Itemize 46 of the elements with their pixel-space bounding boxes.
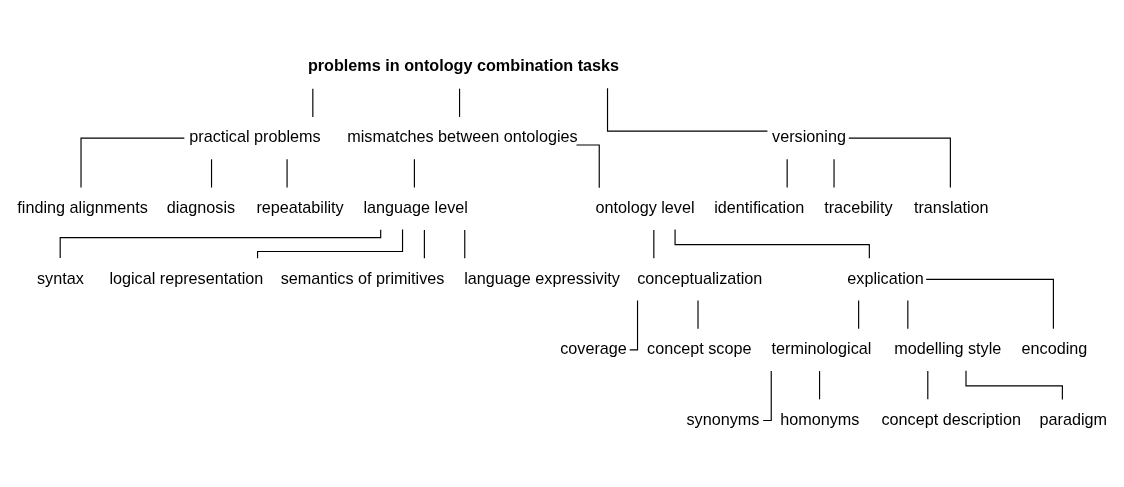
node-text: syntax [37, 268, 84, 287]
node-text: tracebility [824, 197, 893, 216]
connector [210, 158, 213, 188]
connector [458, 87, 461, 117]
connector [848, 137, 951, 188]
node-text: concept scope [647, 338, 752, 357]
connector [80, 137, 185, 188]
connector [858, 299, 860, 329]
node-text: homonyms [780, 409, 860, 428]
connector [59, 228, 382, 259]
node-text: semantics of primitives [280, 268, 445, 287]
node-text: finding alignments [17, 197, 148, 216]
node-text: problems in ontology combination tasks [307, 55, 620, 74]
connector [312, 87, 314, 117]
connector [818, 370, 821, 400]
connector [423, 228, 425, 259]
node-text: versioning [772, 126, 846, 145]
node-text: synonyms [686, 409, 760, 428]
node-text: logical representation [109, 268, 264, 287]
connector [256, 228, 404, 259]
connector [927, 370, 929, 400]
node-text: repeatability [256, 197, 344, 216]
node-text: modelling style [894, 338, 1002, 357]
node-text: conceptualization [637, 268, 763, 287]
node-text: encoding [1021, 338, 1088, 357]
connector [413, 158, 415, 188]
node-text: diagnosis [166, 197, 236, 216]
connector [925, 278, 1054, 329]
node-text: language expressivity [464, 268, 620, 287]
node-text: concept description [881, 409, 1021, 428]
node-text: practical problems [189, 126, 321, 145]
connector [653, 228, 655, 259]
connector [464, 228, 466, 259]
node-text: coverage [560, 338, 627, 357]
connector [606, 87, 768, 132]
node-text: explication [847, 268, 924, 287]
node-text: language level [363, 197, 468, 216]
node-text: ontology level [595, 197, 695, 216]
connector [907, 299, 909, 329]
node-text: paradigm [1039, 409, 1108, 428]
node-text: terminological [771, 338, 872, 357]
node-text: mismatches between ontologies [347, 126, 578, 145]
node-text: identification [714, 197, 805, 216]
connector [786, 158, 788, 188]
node-text: translation [913, 197, 989, 216]
connector [575, 143, 600, 188]
